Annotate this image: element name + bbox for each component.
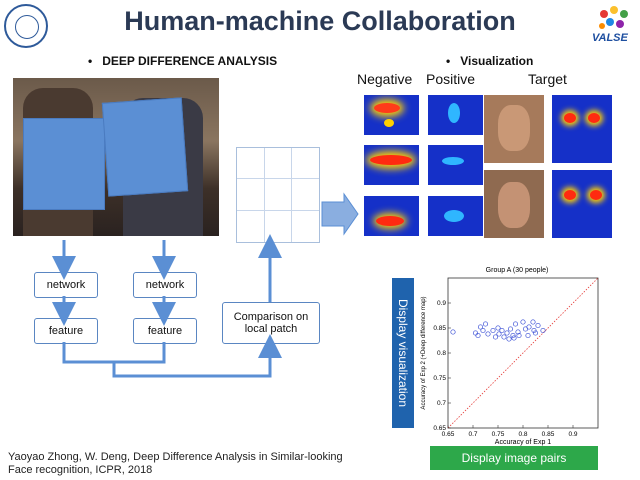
scatter-point xyxy=(511,333,515,337)
scatter-point xyxy=(536,323,540,327)
heatmap-positive-1 xyxy=(428,95,483,135)
scatter-point xyxy=(476,333,480,337)
heatmap-negative-2 xyxy=(364,145,419,185)
heat-blob xyxy=(448,103,460,123)
column-label-positive: Positive xyxy=(426,71,475,87)
y-tick-label: 0.9 xyxy=(437,300,446,307)
scatter-point xyxy=(505,331,509,335)
scatter-point xyxy=(473,331,477,335)
x-tick-label: 0.85 xyxy=(542,431,555,438)
bullet-dot: • xyxy=(446,54,460,68)
heat-blob xyxy=(590,190,602,200)
bullet-visualization: • Visualization xyxy=(446,54,533,68)
heatmap-positive-3 xyxy=(428,196,483,236)
column-label-target: Target xyxy=(528,71,567,87)
citation: Yaoyao Zhong, W. Deng, Deep Difference A… xyxy=(8,451,343,477)
display-visualization-text: Display visualization xyxy=(396,299,410,407)
display-image-pairs-label: Display image pairs xyxy=(430,446,598,470)
scatter-point xyxy=(513,322,517,326)
scatter-point xyxy=(527,325,531,329)
scatter-point xyxy=(531,320,535,324)
heat-blob xyxy=(444,210,464,222)
scatter-point xyxy=(502,335,506,339)
heat-blob xyxy=(564,190,576,200)
y-tick-label: 0.65 xyxy=(433,425,446,432)
heat-blob xyxy=(442,157,464,165)
heat-blob xyxy=(376,216,404,226)
y-tick-label: 0.7 xyxy=(437,400,446,407)
x-tick-label: 0.7 xyxy=(468,431,477,438)
big-right-arrow xyxy=(322,194,358,234)
heatmap-negative-1 xyxy=(364,95,419,135)
connector-features-merge xyxy=(64,342,164,362)
y-tick-label: 0.85 xyxy=(433,325,446,332)
column-label-negative: Negative xyxy=(357,71,412,87)
x-tick-label: 0.65 xyxy=(442,431,455,438)
scatter-point xyxy=(541,328,545,332)
scatter-point xyxy=(496,326,500,330)
scatter-point xyxy=(507,337,511,341)
scatter-point xyxy=(486,332,490,336)
face-shape xyxy=(498,105,530,151)
scatter-point xyxy=(526,333,530,337)
heatmap-negative-3 xyxy=(364,196,419,236)
y-axis-label: Accuracy of Exp 2 (+Deep difference map) xyxy=(421,296,427,409)
scatter-point xyxy=(521,320,525,324)
display-image-pairs-text: Display image pairs xyxy=(462,451,567,465)
display-visualization-label: Display visualization xyxy=(392,278,414,428)
scatter-point xyxy=(483,322,487,326)
scatter-point xyxy=(500,328,504,332)
target-face-photo-1 xyxy=(484,95,544,163)
citation-line-2: Face recognition, ICPR, 2018 xyxy=(8,464,343,477)
heatmap-positive-2 xyxy=(428,145,483,185)
scatter-point xyxy=(508,327,512,331)
heat-blob xyxy=(564,113,576,123)
citation-line-1: Yaoyao Zhong, W. Deng, Deep Difference A… xyxy=(8,451,343,464)
reference-line xyxy=(448,278,598,428)
target-face-photo-2 xyxy=(484,170,544,238)
x-axis-label: Accuracy of Exp 1 xyxy=(495,439,552,446)
heat-blob xyxy=(374,103,400,113)
heat-blob xyxy=(588,113,600,123)
scatter-point xyxy=(491,328,495,332)
scatter-point xyxy=(451,330,455,334)
heat-blob xyxy=(384,119,394,127)
face-shape xyxy=(498,182,530,228)
scatter-point xyxy=(481,328,485,332)
y-tick-label: 0.75 xyxy=(433,375,446,382)
scatter-point xyxy=(512,336,516,340)
x-tick-label: 0.9 xyxy=(568,431,577,438)
x-tick-label: 0.8 xyxy=(518,431,527,438)
target-heat-overlay-1 xyxy=(552,95,612,163)
y-tick-label: 0.8 xyxy=(437,350,446,357)
bullet-visualization-text: Visualization xyxy=(460,54,533,68)
scatter-chart: Group A (30 people) 0.65 0.7 0.75 0.8 0.85 0.… xyxy=(418,262,608,446)
target-heat-overlay-2 xyxy=(552,170,612,238)
chart-title: Group A (30 people) xyxy=(486,267,549,274)
heat-blob xyxy=(370,155,412,165)
x-tick-label: 0.75 xyxy=(492,431,505,438)
